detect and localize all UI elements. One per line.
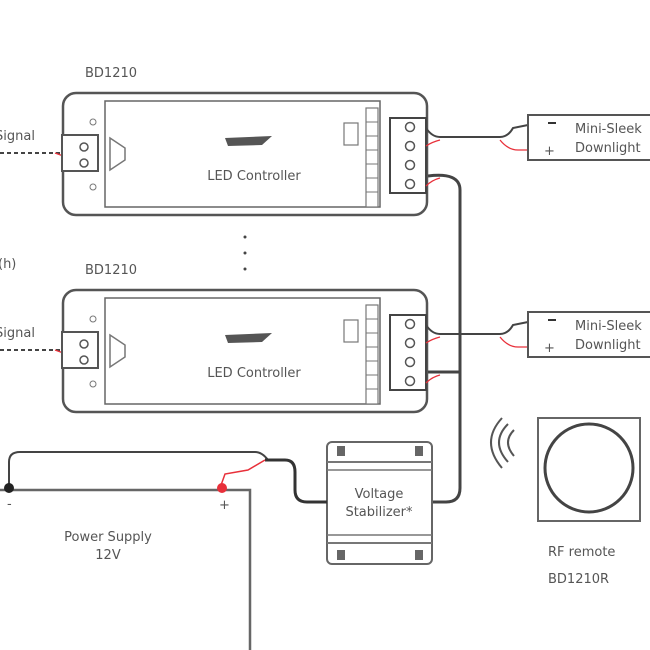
negative-wire-thick — [265, 458, 327, 504]
remote-label: RF remote — [548, 545, 615, 560]
brand-logo — [225, 136, 272, 146]
bus-wire — [427, 173, 462, 504]
terminal-screw — [404, 178, 416, 190]
stabilizer-label-2: Stabilizer* — [345, 505, 413, 520]
terminal-screw — [404, 121, 416, 133]
ellipsis-dot — [243, 235, 247, 239]
led-controller: BD1210SignalLED Controller — [0, 263, 529, 414]
stabilizer-label-1: Voltage — [355, 487, 404, 502]
downlight-label-2: Downlight — [575, 338, 641, 353]
controller-title: LED Controller — [207, 169, 301, 184]
terminal-screw — [404, 140, 416, 152]
terminal-screw — [404, 318, 416, 330]
led-controller: BD1210SignalLED Controller — [0, 66, 529, 217]
plus-sign: + — [544, 144, 555, 159]
plus-terminal: + — [219, 498, 230, 513]
downlight-label-1: Mini-Sleek — [575, 319, 642, 334]
voltage-stabilizer: Voltage Stabilizer* — [326, 441, 433, 565]
controller-model: BD1210 — [85, 66, 137, 81]
downlight-label-1: Mini-Sleek — [575, 122, 642, 137]
ellipsis-dot — [243, 267, 247, 271]
brand-logo — [225, 333, 272, 343]
signal-label: Signal — [0, 326, 35, 341]
ellipsis-dot — [243, 251, 247, 255]
plus-sign: + — [544, 341, 555, 356]
remote-model: BD1210R — [548, 572, 609, 587]
power-supply: - + Power Supply 12V — [0, 483, 252, 650]
minus-terminal: - — [7, 497, 12, 512]
controller-model: BD1210 — [85, 263, 137, 278]
terminal-screw — [404, 356, 416, 368]
partial-label: (h) — [0, 257, 16, 272]
power-supply-voltage: 12V — [95, 548, 121, 563]
terminal-screw — [404, 337, 416, 349]
positive-wire — [219, 459, 266, 489]
terminal-screw — [404, 159, 416, 171]
wireless-signal-icon — [490, 417, 515, 469]
terminal-screw — [404, 375, 416, 387]
power-supply-label: Power Supply — [64, 530, 152, 545]
controller-title: LED Controller — [207, 366, 301, 381]
rf-remote: RF remote BD1210R — [490, 417, 641, 587]
downlight-label-2: Downlight — [575, 141, 641, 156]
signal-label: Signal — [0, 129, 35, 144]
